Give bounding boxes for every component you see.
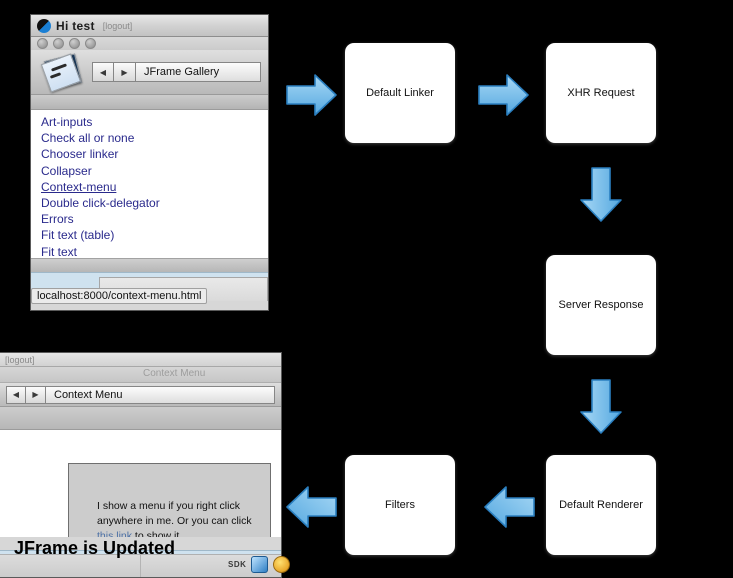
window2-titlebar[interactable]: [logout] bbox=[0, 353, 281, 367]
arrow-renderer-to-filters bbox=[483, 484, 536, 530]
close-button[interactable] bbox=[37, 38, 48, 49]
arrow-xhr-to-server-response bbox=[578, 166, 624, 224]
panel-line-1: I show a menu if you right click bbox=[97, 500, 240, 512]
arrow-filters-out bbox=[285, 484, 338, 530]
jframe-gallery-window[interactable]: Hi test [logout] ◀ ▶ JFrame Gallery bbox=[30, 14, 269, 311]
window1-title: Hi test bbox=[56, 18, 95, 33]
window2-nav-group[interactable]: ◀ ▶ Context Menu bbox=[6, 385, 275, 404]
node-default-renderer-label: Default Renderer bbox=[559, 499, 643, 511]
panel-line-2: anywhere in me. Or you can click bbox=[97, 515, 252, 527]
sdk-tray[interactable]: SDK bbox=[228, 556, 291, 573]
logout-link[interactable]: [logout] bbox=[102, 20, 133, 31]
node-filters-label: Filters bbox=[385, 499, 415, 511]
breadcrumb-2[interactable]: Context Menu bbox=[46, 385, 275, 404]
window1-horizontal-scrollbar[interactable] bbox=[31, 258, 268, 272]
cappuccino-logo-icon bbox=[37, 18, 51, 33]
sdk-swirl-icon[interactable] bbox=[273, 556, 291, 573]
list-item[interactable]: Check all or none bbox=[41, 131, 135, 146]
window1-nav-group[interactable]: ◀ ▶ JFrame Gallery bbox=[92, 62, 261, 82]
node-default-linker[interactable]: Default Linker bbox=[345, 43, 455, 143]
window2-ghost-title: Context Menu bbox=[143, 368, 206, 379]
window2-ghost-header: Context Menu bbox=[0, 367, 281, 383]
node-server-response[interactable]: Server Response bbox=[546, 255, 656, 355]
back-button[interactable]: ◀ bbox=[92, 62, 114, 82]
back-button-2[interactable]: ◀ bbox=[6, 385, 26, 404]
node-xhr-request-label: XHR Request bbox=[567, 87, 635, 99]
gallery-link-list: Art-inputs Check all or none Chooser lin… bbox=[31, 110, 268, 258]
window2-toolbar[interactable]: ◀ ▶ Context Menu bbox=[0, 383, 281, 407]
list-item[interactable]: Double click-delegator bbox=[41, 196, 160, 211]
window1-accent-strip bbox=[31, 272, 268, 277]
list-item[interactable]: Errors bbox=[41, 212, 74, 227]
minimize-button[interactable] bbox=[53, 38, 64, 49]
window2-content: I show a menu if you right click anywher… bbox=[0, 430, 281, 537]
window1-content: Art-inputs Check all or none Chooser lin… bbox=[31, 110, 268, 258]
logout-link-2[interactable]: [logout] bbox=[5, 354, 35, 365]
list-item-context-menu[interactable]: Context-menu bbox=[41, 179, 117, 194]
node-server-response-label: Server Response bbox=[558, 299, 644, 311]
arrow-server-response-to-renderer bbox=[578, 378, 624, 436]
sdk-app-icon[interactable] bbox=[251, 556, 269, 573]
window1-titlebar[interactable]: Hi test [logout] bbox=[31, 15, 268, 37]
list-item[interactable]: Art-inputs bbox=[41, 115, 93, 129]
context-menu-panel[interactable]: I show a menu if you right click anywher… bbox=[68, 463, 271, 537]
window1-traffic-lights[interactable] bbox=[31, 37, 268, 50]
breadcrumb[interactable]: JFrame Gallery bbox=[136, 62, 261, 82]
arrow-default-linker-to-xhr bbox=[477, 72, 530, 118]
list-item[interactable]: Fit text (table) bbox=[41, 228, 115, 243]
window2-bottom-divider bbox=[140, 555, 141, 577]
node-filters[interactable]: Filters bbox=[345, 455, 455, 555]
node-default-renderer[interactable]: Default Renderer bbox=[546, 455, 656, 555]
window2-accent-strip bbox=[0, 550, 281, 555]
photo-stack-icon bbox=[38, 49, 84, 95]
node-xhr-request[interactable]: XHR Request bbox=[546, 43, 656, 143]
window1-toolbar[interactable]: ◀ ▶ JFrame Gallery bbox=[31, 50, 268, 95]
status-url-tooltip: localhost:8000/context-menu.html bbox=[31, 288, 208, 304]
forward-button[interactable]: ▶ bbox=[114, 62, 136, 82]
zoom-button[interactable] bbox=[69, 38, 80, 49]
context-menu-window[interactable]: [logout] Context Menu ◀ ▶ Context Menu I… bbox=[0, 352, 282, 578]
window1-subtoolbar bbox=[31, 95, 268, 110]
forward-button-2[interactable]: ▶ bbox=[26, 385, 46, 404]
list-item[interactable]: Collapser bbox=[41, 163, 92, 178]
list-item[interactable]: Fit text bbox=[41, 244, 78, 258]
jframe-is-updated-caption: JFrame is Updated bbox=[14, 538, 176, 558]
arrow-in-to-default-linker bbox=[285, 72, 338, 118]
sdk-label: SDK bbox=[228, 560, 247, 569]
node-default-linker-label: Default Linker bbox=[366, 87, 434, 99]
this-link[interactable]: this link bbox=[97, 530, 133, 537]
list-item[interactable]: Chooser linker bbox=[41, 147, 119, 162]
window2-subtoolbar bbox=[0, 407, 281, 430]
extra-button[interactable] bbox=[85, 38, 96, 49]
panel-line-3: to show it. bbox=[132, 530, 183, 537]
